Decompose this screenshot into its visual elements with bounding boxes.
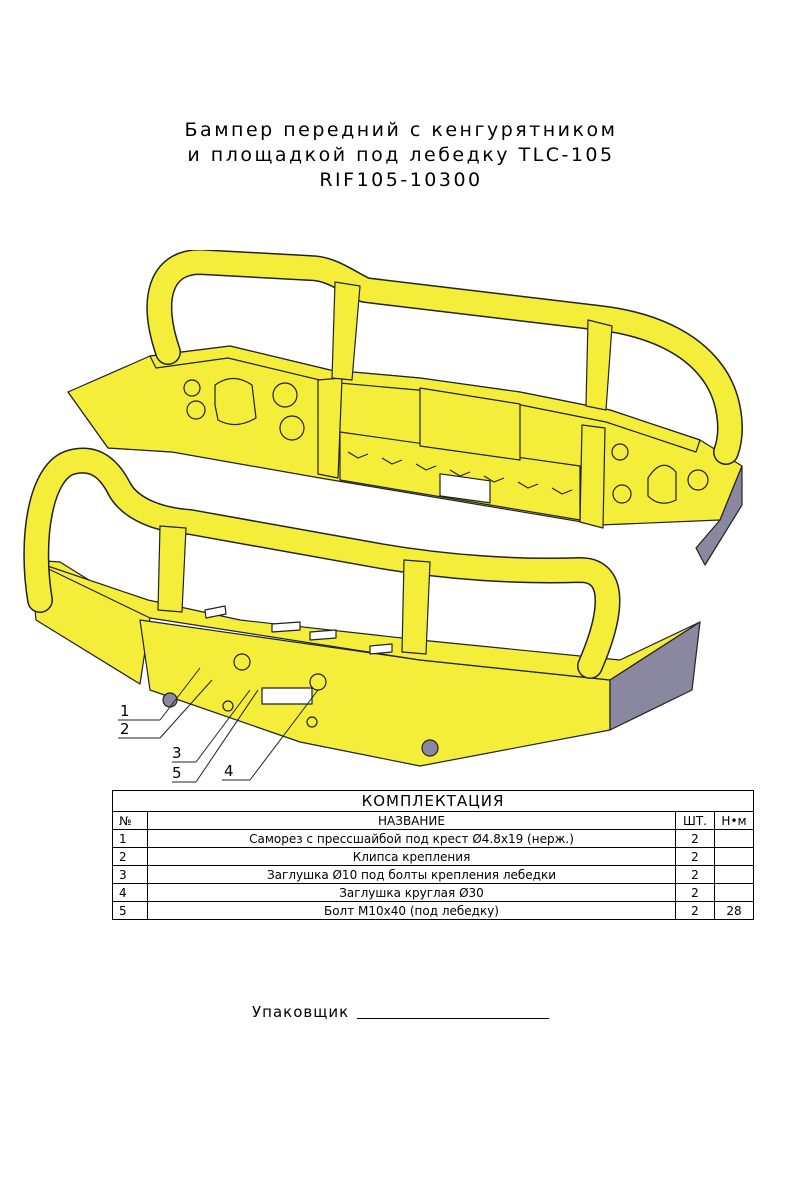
row-qty: 2: [675, 829, 715, 848]
row-name: Болт М10х40 (под лебедку): [147, 901, 676, 920]
document-title: Бампер передний с кенгурятником и площад…: [0, 118, 802, 193]
row-torque: 28: [714, 901, 754, 920]
row-qty: 2: [675, 883, 715, 902]
row-name: Саморез с прессшайбой под крест Ø4.8х19 …: [147, 829, 676, 848]
row-num: 2: [112, 847, 148, 866]
bumper-drawing: 1 2 3 5 4: [23, 250, 743, 783]
bumper-rear-view: [67, 250, 743, 566]
table-row: 1 Саморез с прессшайбой под крест Ø4.8х1…: [112, 829, 754, 848]
callout-1: 2: [120, 720, 130, 738]
callout-2: 1: [120, 702, 130, 720]
row-num: 1: [112, 829, 148, 848]
title-line-3: RIF105-10300: [319, 169, 483, 191]
header-torque: Н•м: [714, 811, 754, 830]
table-row: 3 Заглушка Ø10 под болты крепления лебед…: [112, 865, 754, 884]
table-row: 5 Болт М10х40 (под лебедку) 2 28: [112, 901, 754, 920]
spec-table-caption: КОМПЛЕКТАЦИЯ: [112, 790, 754, 812]
header-name: НАЗВАНИЕ: [147, 811, 676, 830]
row-name: Клипса крепления: [147, 847, 676, 866]
header-qty: ШТ.: [675, 811, 715, 830]
table-row: 2 Клипса крепления 2: [112, 847, 754, 866]
row-name: Заглушка Ø10 под болты крепления лебедки: [147, 865, 676, 884]
spec-table: КОМПЛЕКТАЦИЯ № НАЗВАНИЕ ШТ. Н•м 1 Саморе…: [112, 790, 754, 920]
row-name: Заглушка круглая Ø30: [147, 883, 676, 902]
bumper-front-view: [23, 447, 701, 767]
row-torque: [714, 829, 754, 848]
row-qty: 2: [675, 901, 715, 920]
callout-5: 5: [172, 764, 182, 782]
row-torque: [714, 847, 754, 866]
header-num: №: [112, 811, 148, 830]
title-line-2: и площадкой под лебедку TLC-105: [187, 144, 615, 166]
table-row: 4 Заглушка круглая Ø30 2: [112, 883, 754, 902]
callout-4: 4: [224, 762, 234, 780]
callout-3: 3: [172, 744, 182, 762]
row-num: 4: [112, 883, 148, 902]
row-torque: [714, 865, 754, 884]
callout-leaders: [118, 667, 319, 783]
spec-table-header: № НАЗВАНИЕ ШТ. Н•м: [112, 811, 754, 830]
title-line-1: Бампер передний с кенгурятником: [184, 119, 618, 141]
row-qty: 2: [675, 847, 715, 866]
packer-label: Упаковщик: [252, 1003, 350, 1021]
packer-signature-line: [357, 1018, 549, 1019]
row-torque: [714, 883, 754, 902]
row-num: 3: [112, 865, 148, 884]
row-qty: 2: [675, 865, 715, 884]
row-num: 5: [112, 901, 148, 920]
